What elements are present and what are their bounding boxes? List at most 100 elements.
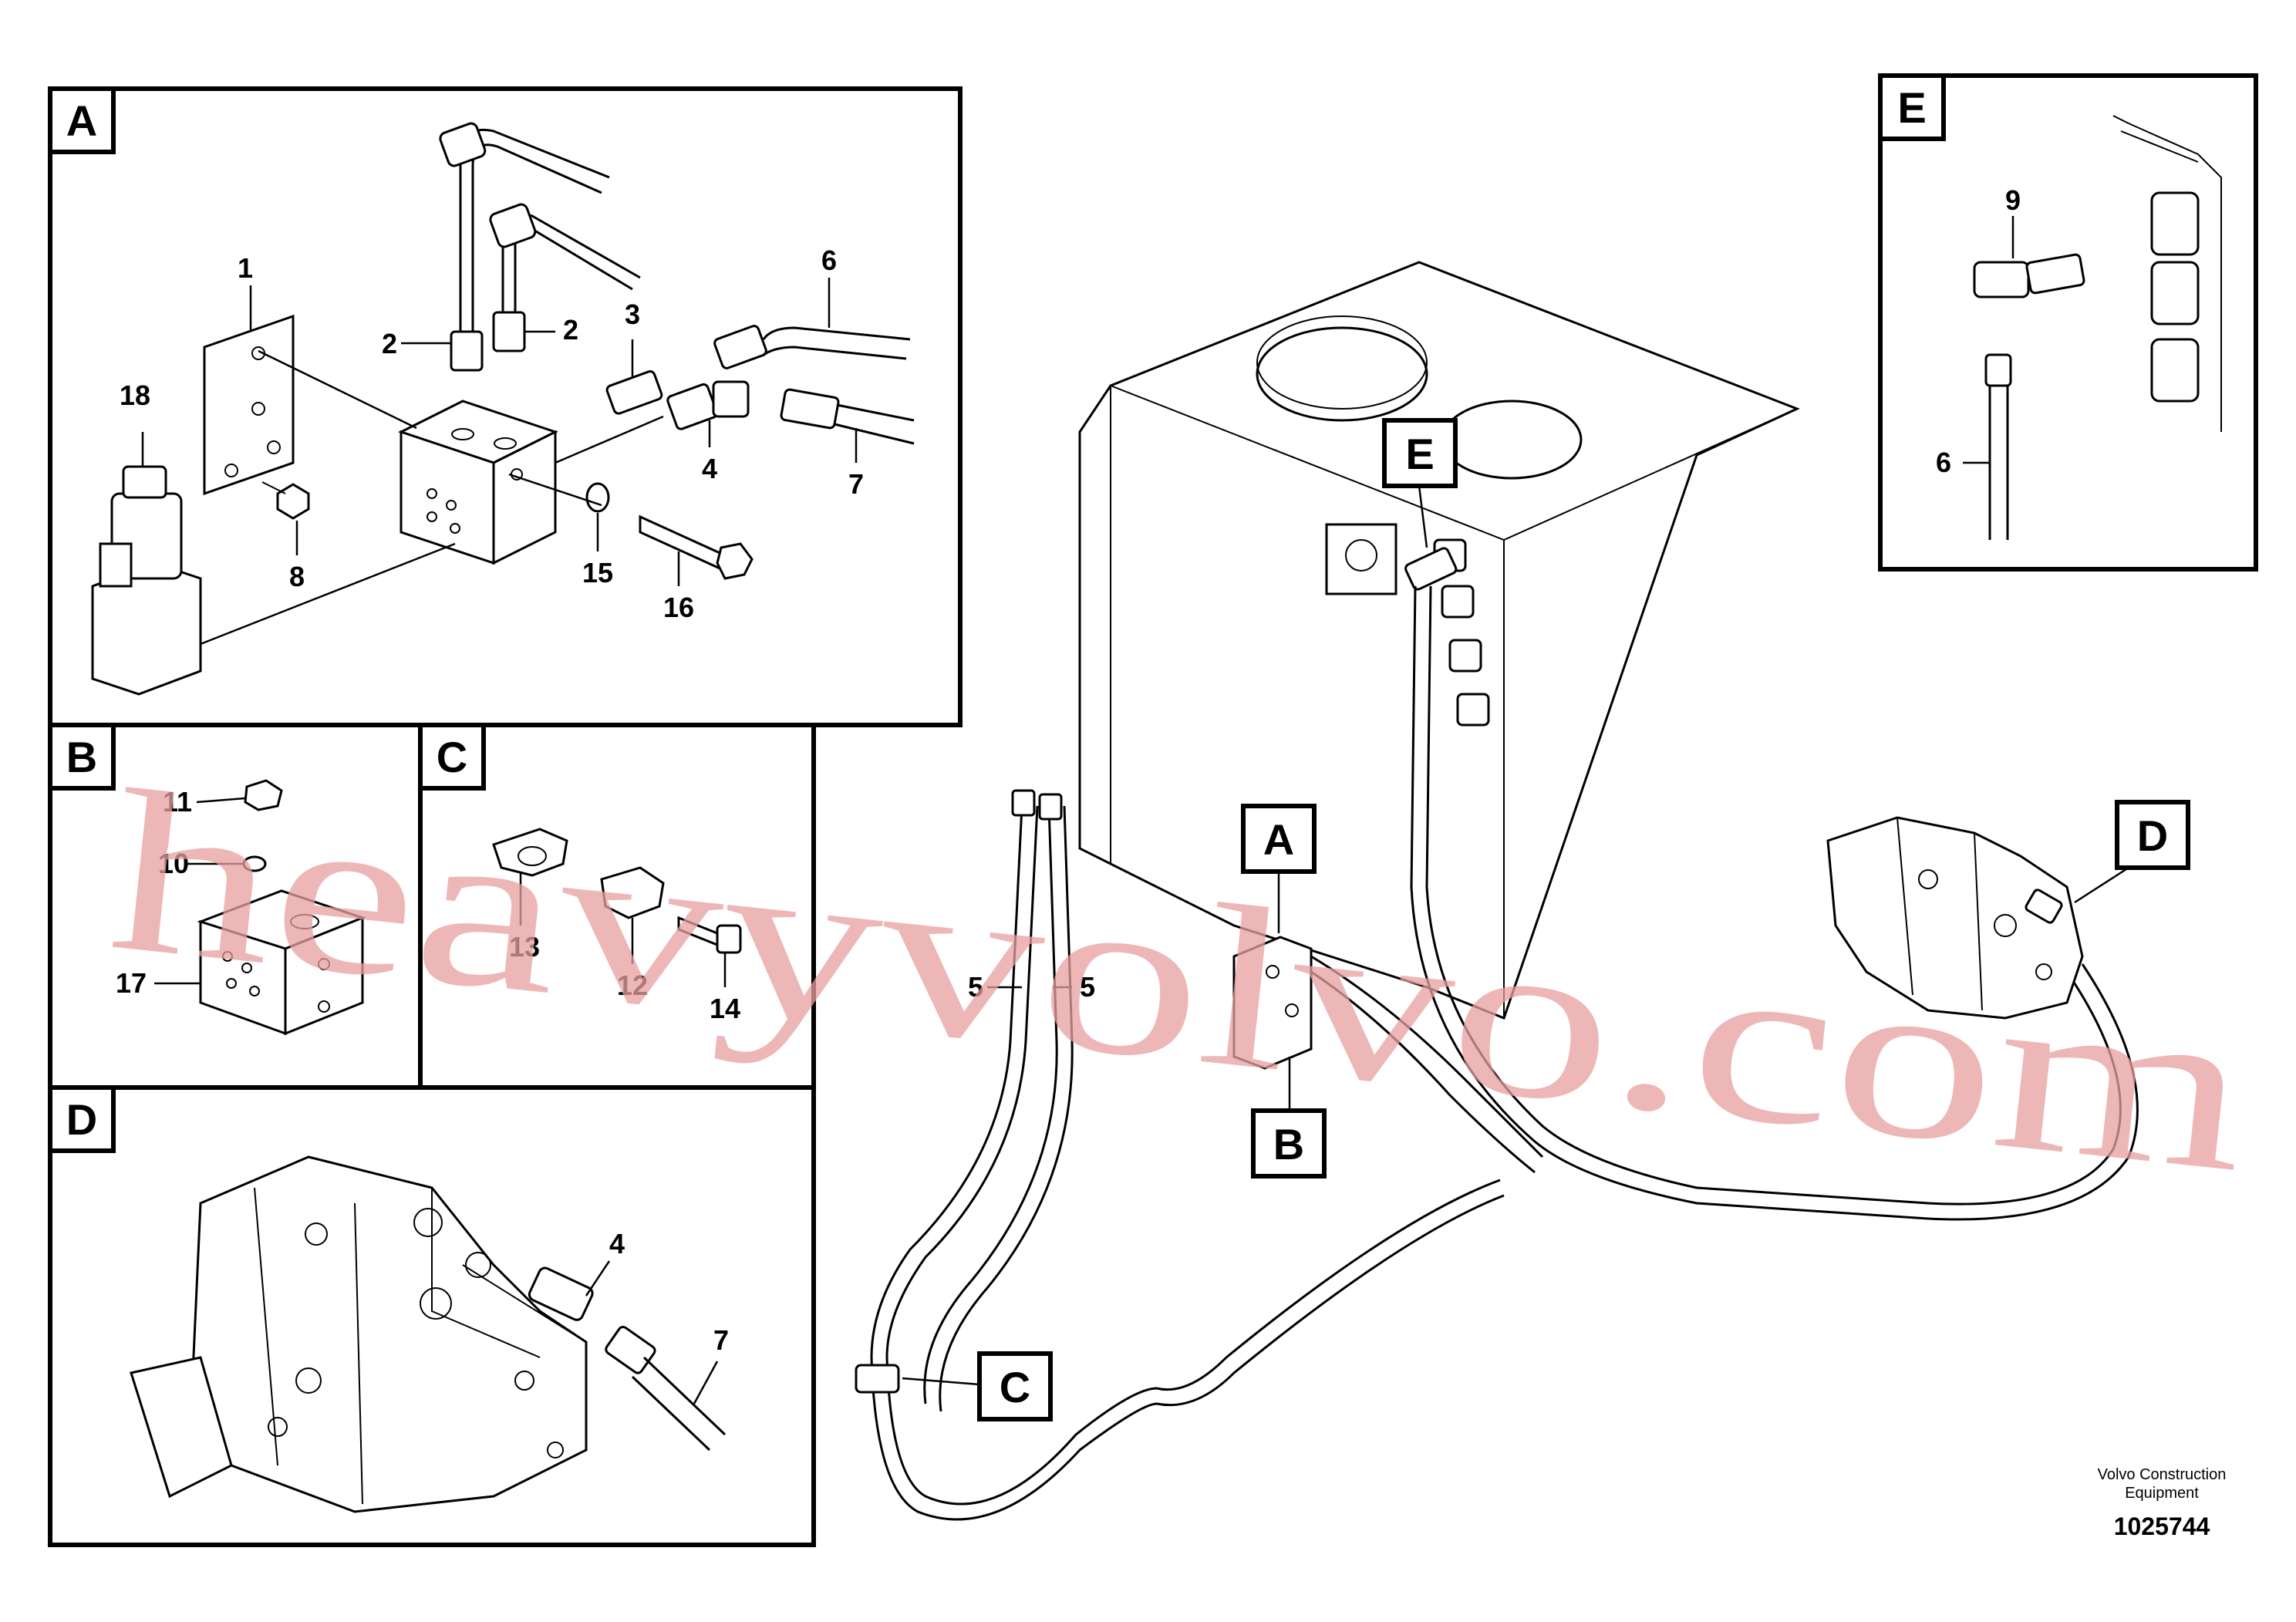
valve-main (1232, 936, 1313, 1070)
panel-a-tag (48, 86, 116, 154)
panel-a-letter: A (66, 96, 97, 145)
hose-5-right (923, 805, 1058, 1404)
hose-6 (762, 326, 911, 341)
hose-5-left (870, 805, 1505, 1521)
label-5-left: 5 (968, 971, 983, 1003)
bolt-8 (276, 483, 310, 520)
hose-5-end-a (1011, 789, 1036, 817)
footer: Volvo Construction Equipment 1025744 (2098, 1466, 2227, 1540)
panel-c-tag (418, 723, 486, 791)
tank-cover-1 (1256, 326, 1428, 422)
fitting-4-d (528, 1266, 594, 1321)
panel-e-letter: E (1897, 83, 1926, 132)
label-18: 18 (120, 379, 150, 411)
label-7: 7 (848, 468, 864, 500)
fitting-2-right (492, 311, 526, 352)
fitting-e-main (1404, 547, 1458, 591)
block-17-side (284, 916, 364, 1036)
label-7-d: 7 (713, 1324, 729, 1356)
fitting-e (1984, 353, 2012, 387)
panel-b-letter: B (66, 733, 97, 781)
callout-c (977, 1351, 1053, 1421)
label-9: 9 (2005, 184, 2021, 216)
callout-d-letter: D (2137, 811, 2168, 860)
label-15: 15 (582, 557, 613, 588)
tank-block (1325, 523, 1397, 595)
port-top (2150, 191, 2200, 256)
hose-7 (836, 403, 915, 422)
clamp-12 (600, 866, 665, 919)
label-1: 1 (238, 252, 253, 284)
main-assembly: 5 5 A B C D E (855, 261, 2190, 1521)
label-17: 17 (116, 967, 147, 999)
label-11: 11 (163, 786, 192, 818)
label-16: 16 (663, 592, 694, 623)
bolt-16-head (716, 542, 754, 580)
panel-b-tag (48, 723, 116, 791)
label-2-right: 2 (563, 314, 578, 346)
hose-7-d (642, 1356, 727, 1436)
panel-d-frame (48, 1085, 816, 1547)
credit-line-2: Equipment (2125, 1485, 2199, 1502)
callout-e-letter: E (1405, 430, 1434, 478)
hose-e-main (1410, 585, 2139, 1221)
callout-d (2115, 800, 2190, 870)
clamp-13 (492, 828, 568, 877)
port-mid (2150, 261, 2200, 325)
solenoid-nut (122, 465, 167, 499)
fitting-4 (666, 383, 718, 430)
callout-b-letter: B (1273, 1120, 1304, 1168)
label-4-d: 4 (609, 1228, 625, 1259)
label-3: 3 (625, 298, 640, 330)
label-12: 12 (617, 969, 648, 1001)
hose-5-end-b (1038, 793, 1063, 821)
port-low (2150, 338, 2200, 403)
callout-a-letter: A (1263, 815, 1294, 864)
plug-11 (244, 779, 283, 811)
tee-9-arm (2025, 253, 2085, 295)
fitting-3 (605, 370, 663, 415)
fitting-7 (780, 388, 840, 430)
callout-c-letter: C (1000, 1363, 1030, 1411)
panel-e-frame (1878, 73, 2258, 572)
label-2-left: 2 (382, 328, 397, 359)
screw-14-head (716, 924, 742, 954)
pump-flange (130, 1356, 233, 1499)
elbow-6 (713, 325, 767, 369)
panel-a: A (48, 86, 963, 727)
callout-e (1382, 418, 1458, 488)
credit-line-1: Volvo Construction (2098, 1466, 2227, 1483)
callout-b (1251, 1108, 1327, 1179)
panel-d: D 4 7 (48, 1085, 816, 1547)
fitting-7-d (605, 1325, 656, 1374)
pump-body (191, 1155, 588, 1513)
panel-c-letter: C (437, 733, 467, 781)
clamp-main (855, 1364, 900, 1394)
label-8: 8 (289, 561, 305, 592)
doc-number: 1025744 (2114, 1512, 2210, 1540)
panel-e-tag (1878, 73, 1946, 141)
label-4: 4 (702, 453, 717, 484)
pump-main (1826, 816, 2084, 1020)
panel-d-letter: D (66, 1095, 97, 1144)
label-6: 6 (821, 244, 837, 276)
label-10: 10 (158, 848, 189, 879)
label-13: 13 (509, 931, 540, 963)
washer-15 (585, 482, 610, 513)
tank-cover-2 (1441, 400, 1583, 480)
label-6-e: 6 (1936, 447, 1951, 478)
bolt-16-shank (639, 514, 727, 573)
callout-a (1241, 804, 1317, 874)
panel-c: C 13 12 14 (418, 723, 816, 1090)
plate-part (203, 314, 295, 496)
elbow-4 (712, 380, 750, 418)
valve-block-side (492, 430, 557, 565)
tee-9 (1973, 261, 2030, 298)
label-5-right: 5 (1080, 971, 1095, 1003)
panel-e: E 9 6 (1878, 73, 2258, 572)
fitting-2-left (450, 330, 484, 372)
label-14: 14 (710, 993, 740, 1024)
panel-d-tag (48, 1085, 116, 1153)
solenoid-connector (99, 542, 133, 588)
